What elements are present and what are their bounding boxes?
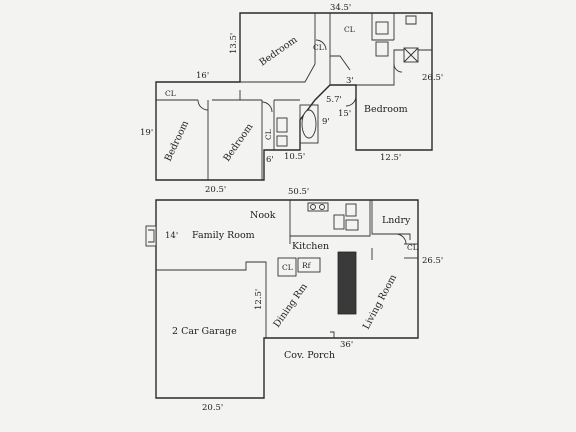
dining-room-label: Dining Rm [271,281,309,329]
dim-right-bed-15: 15' [338,109,351,119]
refrigerator-label: Rf [302,261,312,270]
dim-bath-6: 6' [266,155,274,165]
closet-top-label: CL [344,25,355,34]
bedroom-right-label: Bedroom [364,104,408,115]
dim-family-depth: 14' [165,231,178,241]
dim-garage-depth: 12.5' [254,289,264,310]
porch-label: Cov. Porch [284,350,335,361]
closet-hall-label: CL [264,129,273,140]
dim-upper-bottom-width: 20.5' [205,185,226,195]
closet-right-label: CL [407,243,418,252]
dim-top-width: 34.5' [330,3,351,13]
dim-left-depth: 19' [140,128,153,138]
nook-label: Nook [250,210,276,221]
dim-hall-57: 5.7' [326,95,342,105]
dim-main-top-width: 50.5' [288,187,309,197]
laundry-label: Lndry [382,215,411,226]
dim-right-bed-width: 12.5' [380,153,401,163]
closet-left-label: CL [165,89,176,98]
main-floor: Nook Lndry Family Room Kitchen CL CL Rf … [145,187,443,413]
garage-label: 2 Car Garage [172,326,237,337]
closet-dining-label: CL [282,263,293,272]
dim-bath-105: 10.5' [284,152,305,162]
bedroom-mid-label: Bedroom [221,122,255,164]
dim-hall-3: 3' [346,76,354,86]
dim-main-right-depth: 26.5' [422,256,443,266]
dim-porch-width: 36' [340,340,353,350]
bedroom-top-label: Bedroom [257,34,299,68]
living-room-label: Living Room [361,273,399,332]
bedroom-left-label: Bedroom [163,119,191,163]
dim-right-depth: 26.5' [422,73,443,83]
closet-top2-label: CL [313,43,324,52]
dim-left-width: 16' [196,71,209,81]
dim-top-bedroom-depth: 13.5' [229,33,239,54]
kitchen-label: Kitchen [292,241,329,252]
family-room-label: Family Room [192,230,255,241]
dim-hall-9: 9' [322,117,330,127]
upper-floor: Bedroom Bedroom Bedroom Bedroom CL CL CL… [140,3,443,195]
dim-garage-width: 20.5' [202,403,223,413]
